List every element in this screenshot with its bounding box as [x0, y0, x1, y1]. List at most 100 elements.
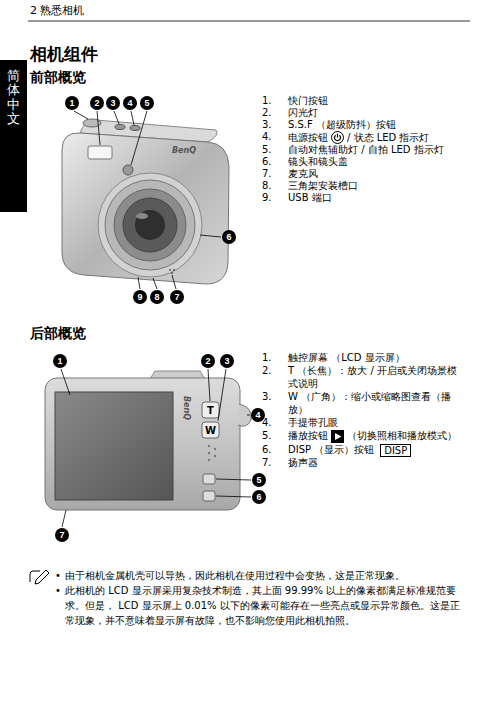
- list-item: 3.S.S.F （超级防抖）按钮: [262, 119, 474, 131]
- list-item: 7.麦克风: [262, 168, 474, 180]
- item-text: 电源按钮: [288, 132, 328, 143]
- item-text: W （广角）：缩小或缩略图查看（播放）: [288, 390, 462, 416]
- leader-line: [74, 111, 88, 119]
- leader-line: [97, 111, 100, 145]
- node-text: DISP: [384, 445, 407, 456]
- leader-line: [61, 369, 70, 395]
- callout-number: 1: [65, 96, 79, 110]
- leader-line: [218, 369, 226, 421]
- item-number: 1.: [262, 351, 288, 364]
- item-text: 闪光灯: [288, 107, 474, 119]
- item-number: •: [55, 583, 65, 598]
- microphone: [171, 272, 173, 274]
- item-number: 2.: [262, 364, 288, 377]
- list-item: 7.扬声器: [262, 456, 462, 469]
- speaker: [208, 452, 210, 454]
- button-label: W: [205, 425, 216, 436]
- list-item: 5.自动对焦辅助灯 / 自拍 LED 指示灯: [262, 144, 474, 156]
- leader-line: [247, 415, 250, 416]
- callout-number: 2: [201, 354, 215, 368]
- page-title: 相机组件: [30, 43, 98, 66]
- item-number: 3.: [262, 119, 288, 131]
- leader-line: [200, 235, 221, 237]
- item-text: T （长焦）：放大 / 开启或关闭场景模式说明: [288, 364, 462, 390]
- leader-line: [131, 111, 147, 165]
- list-item: •由于相机金属机壳可以导热，因此相机在使用过程中会变热，这是正常现象。: [55, 568, 467, 583]
- list-item: 6.镜头和镜头盖: [262, 156, 474, 168]
- power-icon: [337, 134, 338, 138]
- item-text: 播放按钮（切换照相和播放模式）: [288, 429, 462, 443]
- part-list: 1.触控屏幕 （LCD 显示屏）2.T （长焦）：放大 / 开启或关闭场景模式说…: [262, 351, 462, 469]
- item-text: / 状态 LED 指示灯: [347, 132, 430, 143]
- item-number: 5.: [262, 144, 288, 156]
- power-button: [130, 126, 140, 131]
- strap-eyelet: [238, 404, 251, 426]
- leader-line: [208, 369, 210, 401]
- list-item: 2.闪光灯: [262, 107, 474, 119]
- item-number: 5.: [262, 429, 288, 442]
- callout-number: 4: [123, 96, 137, 110]
- section-heading: 后部概览: [30, 326, 86, 341]
- play-icon: [331, 430, 344, 443]
- item-text: 手提带孔眼: [288, 416, 462, 429]
- item-text: 扬声器: [288, 456, 462, 469]
- item-text: T （长焦）：放大 / 开启或关闭场景模式说明: [288, 365, 457, 389]
- callout-number: 8: [150, 290, 164, 304]
- item-number: 4.: [262, 131, 288, 143]
- item-text: W （广角）：缩小或缩略图查看（播放）: [288, 391, 451, 415]
- af-assist-light: [123, 165, 133, 175]
- lcd-screen: [55, 392, 173, 500]
- play-icon: [335, 433, 342, 440]
- list-item: 3.W （广角）：缩小或缩略图查看（播放）: [262, 390, 462, 416]
- callout-number: 5: [140, 96, 154, 110]
- list-item: 1.快门按钮: [262, 95, 474, 107]
- leader-line: [61, 369, 251, 527]
- item-text: 播放按钮: [288, 430, 328, 441]
- list-item: 4.手提带孔眼: [262, 416, 462, 429]
- list-item: 6.DISP （显示）按钮: [262, 443, 462, 456]
- item-text: 快门按钮: [288, 95, 474, 107]
- item-number: 8.: [262, 180, 288, 192]
- flash: [88, 146, 112, 159]
- lens: [136, 213, 148, 219]
- item-text: 闪光灯: [288, 107, 318, 118]
- page-header: 2 熟悉相机: [30, 5, 85, 17]
- callout-number: 7: [55, 528, 69, 542]
- item-number: 2.: [262, 107, 288, 119]
- item-text: 镜头和镜头盖: [288, 156, 474, 168]
- leader-line: [153, 278, 157, 289]
- item-text: 三角架安装槽口: [288, 180, 474, 192]
- item-text: S.S.F （超级防抖）按钮: [288, 119, 396, 130]
- item-text: 此相机的 LCD 显示屏采用复杂技术制造，其上面 99.99% 以上的像素都满足…: [65, 583, 465, 628]
- lens: [98, 173, 202, 277]
- power-icon: [332, 132, 344, 144]
- header-rule: [28, 21, 470, 22]
- speaker: [214, 455, 216, 457]
- lens: [105, 180, 195, 270]
- list-item: 9.USB 端口: [262, 192, 474, 204]
- disp-button: [203, 491, 215, 501]
- lens: [135, 210, 165, 240]
- item-text: 手提带孔眼: [288, 417, 338, 428]
- item-text: 麦克风: [288, 168, 318, 179]
- leader-line: [74, 111, 221, 289]
- camera-front: [62, 119, 229, 284]
- item-text: 扬声器: [288, 457, 318, 468]
- item-number: 6.: [262, 443, 288, 456]
- list-item: 5.播放按钮（切换照相和播放模式）: [262, 429, 462, 443]
- item-text: 三角架安装槽口: [288, 180, 358, 191]
- callout-number: 6: [252, 490, 266, 504]
- item-text: USB 端口: [288, 192, 332, 203]
- list-item: 1.触控屏幕 （LCD 显示屏）: [262, 351, 462, 364]
- microphone: [169, 269, 175, 274]
- tele-button: [202, 402, 219, 418]
- item-number: 3.: [262, 390, 288, 403]
- speaker: [214, 448, 216, 450]
- speaker: [208, 459, 210, 461]
- list-item: 8.三角架安装槽口: [262, 180, 474, 192]
- item-text: 自动对焦辅助灯 / 自拍 LED 指示灯: [288, 144, 474, 156]
- callout-number: 3: [220, 354, 234, 368]
- key-box: DISP: [380, 444, 411, 457]
- item-text: 由于相机金属机壳可以导热，因此相机在使用过程中会变热，这是正常现象。: [65, 570, 405, 581]
- brand-logo: BenQ: [182, 396, 191, 420]
